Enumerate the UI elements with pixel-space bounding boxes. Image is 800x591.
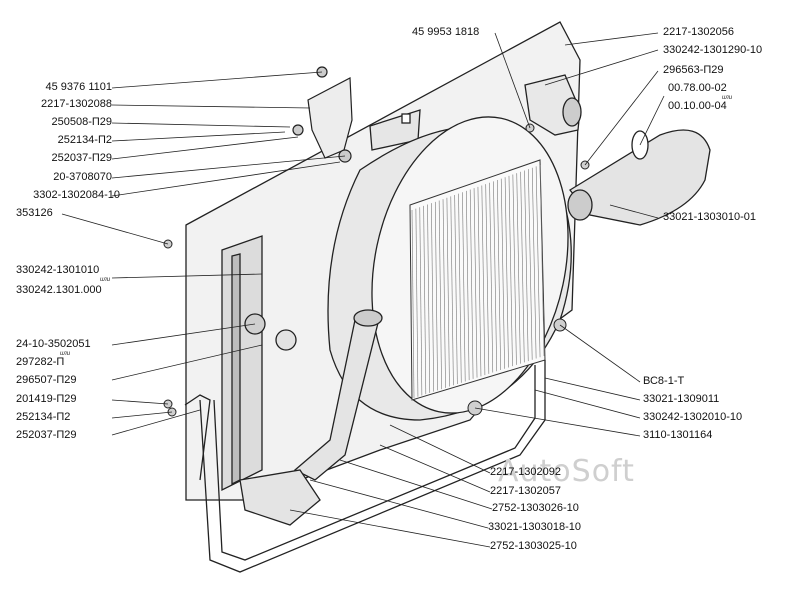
radiator-fin bbox=[481, 185, 486, 376]
alt-marker: или bbox=[60, 351, 71, 357]
radiator-fin bbox=[434, 201, 438, 391]
radiator-fin bbox=[469, 189, 474, 379]
radiator-fin bbox=[427, 204, 431, 393]
radiator-fin bbox=[411, 209, 415, 399]
radiator-fin bbox=[524, 170, 529, 362]
part-label: 2752-1303026-10 bbox=[492, 502, 579, 514]
radiator-fin bbox=[462, 192, 466, 382]
radiator-fin bbox=[415, 208, 419, 397]
radiator-fin bbox=[466, 190, 470, 381]
radiator-fin bbox=[489, 182, 494, 373]
alt-marker: или bbox=[100, 277, 111, 283]
part-label: 252134-П2 bbox=[16, 411, 71, 423]
part-label: 252037-П29 bbox=[16, 429, 77, 441]
watermark: AutoSoft bbox=[498, 454, 635, 489]
radiator-fin bbox=[454, 194, 458, 385]
part-label: 3110-1301164 bbox=[643, 429, 713, 441]
leader-lines bbox=[61, 32, 665, 548]
radiator-fin bbox=[516, 173, 521, 364]
upper-hose bbox=[567, 129, 711, 226]
part-label: 252134-П2 bbox=[57, 134, 112, 146]
radiator-fin bbox=[442, 199, 446, 388]
part-label: 33021-1303018-10 bbox=[488, 521, 581, 533]
part-label: 250508-П29 bbox=[51, 116, 112, 128]
radiator-fin bbox=[539, 164, 545, 357]
radiator-fin bbox=[512, 174, 517, 365]
radiator-fin bbox=[531, 167, 537, 359]
radiator-fin bbox=[446, 197, 450, 387]
radiator-fin bbox=[520, 171, 525, 363]
part-label: 33021-1303010-01 bbox=[663, 211, 756, 223]
part-label: 201419-П29 bbox=[16, 393, 77, 405]
part-label: 00.78.00-02 bbox=[668, 82, 727, 94]
part-label: 45 9953 1818 bbox=[412, 26, 480, 38]
radiator-fin bbox=[458, 193, 462, 383]
part-label: 353126 bbox=[16, 207, 53, 219]
radiator-fin bbox=[535, 166, 541, 358]
radiator-fin bbox=[504, 177, 509, 368]
part-label: 330242.1301.000 bbox=[16, 284, 102, 296]
part-label: 330242-1301010 bbox=[16, 264, 100, 276]
part-label: 3302-1302084-10 bbox=[33, 189, 120, 201]
part-label: 330242-1301290-10 bbox=[663, 44, 763, 56]
radiator-fin bbox=[477, 186, 482, 377]
part-label: 20-3708070 bbox=[53, 171, 112, 183]
radiator-fin bbox=[438, 200, 442, 390]
radiator-fin bbox=[450, 196, 454, 386]
lower-frame bbox=[184, 360, 546, 573]
part-label: 296563-П29 bbox=[663, 64, 724, 76]
radiator-core bbox=[409, 159, 546, 401]
part-label: 00.10.00-04 bbox=[668, 100, 727, 112]
radiator-fin bbox=[528, 169, 533, 360]
radiator-fin bbox=[419, 207, 423, 396]
radiator-fin bbox=[473, 188, 478, 378]
radiator-fin bbox=[485, 184, 490, 374]
radiator-fin bbox=[508, 175, 513, 367]
radiator-fin bbox=[431, 203, 434, 392]
top-outlet bbox=[524, 74, 582, 136]
part-label: 297282-П bbox=[16, 356, 65, 368]
radiator-fin bbox=[493, 181, 498, 372]
radiator-fin bbox=[423, 205, 427, 395]
top-bracket bbox=[292, 66, 353, 163]
part-label: 2217-1302088 bbox=[41, 98, 112, 110]
part-label: 24-10-3502051 bbox=[16, 338, 91, 350]
part-label: 296507-П29 bbox=[16, 374, 77, 386]
part-label: 2217-1302057 bbox=[490, 485, 561, 497]
alt-marker: или bbox=[722, 95, 733, 101]
part-label: 45 9376 1101 bbox=[45, 81, 112, 93]
left-tank bbox=[221, 235, 297, 492]
part-label: 330242-1302010-10 bbox=[643, 411, 743, 423]
part-label: 252037-П29 bbox=[51, 152, 112, 164]
radiator-fin bbox=[500, 178, 505, 369]
part-label: 2217-1302092 bbox=[490, 466, 561, 478]
radiator-fin bbox=[497, 179, 501, 371]
part-label: ВС8-1-Т bbox=[643, 375, 685, 387]
part-label: 2217-1302056 bbox=[663, 26, 734, 38]
part-label: 33021-1309011 bbox=[643, 393, 720, 405]
part-label: 2752-1303025-10 bbox=[490, 540, 577, 552]
